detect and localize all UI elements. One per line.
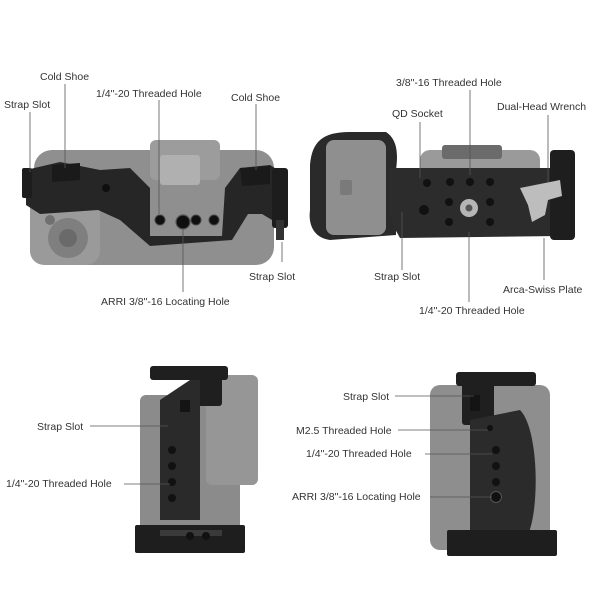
label-dual-head-wrench: Dual-Head Wrench	[497, 101, 587, 113]
label-arri-locating-hole: ARRI 3/8"-16 Locating Hole	[101, 296, 230, 308]
label-threaded-hole-14: 1/4"-20 Threaded Hole	[306, 448, 412, 460]
label-threaded-hole-38: 3/8"-16 Threaded Hole	[396, 77, 502, 89]
label-arca-swiss-plate: Arca-Swiss Plate	[503, 284, 583, 296]
label-threaded-hole-14: 1/4"-20 Threaded Hole	[419, 305, 525, 317]
label-m25-threaded-hole: M2.5 Threaded Hole	[296, 425, 392, 437]
label-threaded-hole-14: 1/4"-20 Threaded Hole	[6, 478, 112, 490]
left-side-view-cage	[135, 366, 258, 553]
bottom-view-camera-cage	[309, 132, 575, 240]
label-threaded-hole: 1/4"-20 Threaded Hole	[96, 88, 202, 100]
top-view-camera-cage	[22, 140, 288, 265]
label-cold-shoe: Cold Shoe	[40, 71, 90, 83]
label-arri-locating-hole: ARRI 3/8"-16 Locating Hole	[292, 491, 421, 503]
label-strap-slot: Strap Slot	[4, 99, 51, 111]
label-strap-slot: Strap Slot	[343, 391, 390, 403]
label-qd-socket: QD Socket	[392, 108, 443, 120]
label-cold-shoe: Cold Shoe	[231, 92, 281, 104]
label-strap-slot: Strap Slot	[249, 271, 296, 283]
right-side-view-cage	[430, 372, 557, 556]
label-strap-slot: Strap Slot	[37, 421, 84, 433]
label-strap-slot: Strap Slot	[374, 271, 421, 283]
leader-lines	[29, 84, 549, 498]
